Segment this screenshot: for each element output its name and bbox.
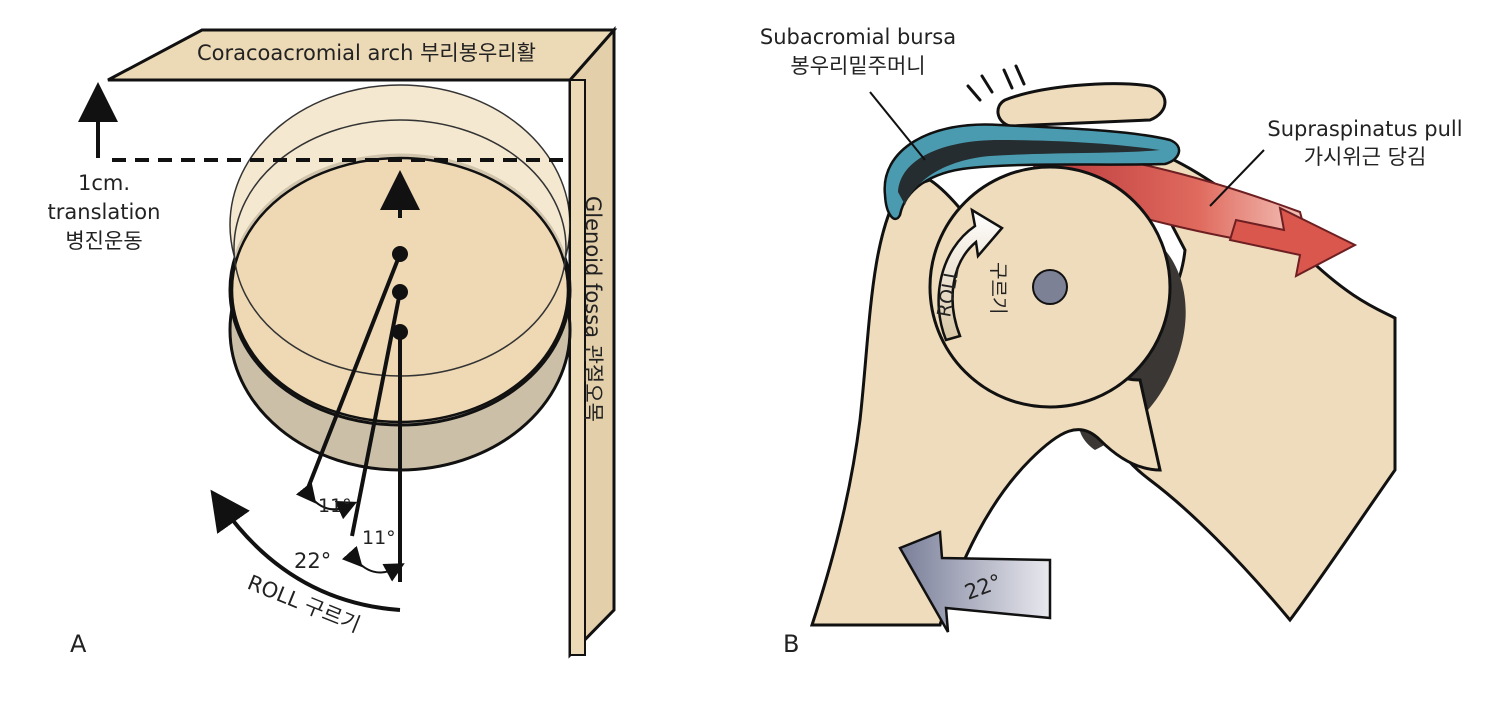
- glenoid-fossa-plate: [568, 26, 616, 659]
- translation-word: translation: [48, 200, 161, 224]
- head-center-hub: [1032, 269, 1068, 305]
- bursa-label-kr: 봉우리밑주머니: [790, 54, 925, 78]
- angle-arc-lower: [341, 545, 405, 582]
- supraspinatus-arrow: [1228, 206, 1358, 278]
- translation-korean: 병진운동: [65, 229, 142, 253]
- supraspinatus-label-kr: 가시위근 당김: [1304, 145, 1427, 169]
- arch-label: Coracoacromial arch 부리봉우리활: [197, 41, 536, 65]
- angle-label-lower: 11°: [362, 527, 396, 549]
- acromion: [996, 82, 1167, 128]
- supraspinatus-label-en: Supraspinatus pull: [1267, 117, 1462, 141]
- rotation-arrow: [898, 530, 1052, 633]
- supraspinatus-leader: [1209, 149, 1265, 207]
- panel-b: ROLL 구르기 22° Subacromial bursa 봉우리밑주머니 S…: [760, 25, 1463, 658]
- glenoid-fossa-label: Glenoid fossa 관절오목: [581, 196, 605, 422]
- translation-amount: 1cm.: [78, 171, 130, 195]
- panel-a: Coracoacromial arch 부리봉우리활 Glenoid fossa…: [48, 26, 618, 659]
- panel-b-letter: B: [783, 630, 799, 658]
- angle-total-label: 22°: [294, 549, 331, 573]
- bursa-leader: [869, 91, 926, 161]
- bursa-label-en: Subacromial bursa: [760, 25, 956, 49]
- coracoacromial-arch-plate: [107, 28, 618, 82]
- bursa-inner: [898, 140, 1160, 205]
- roll-arrow-b: [937, 207, 1004, 342]
- roll-label-b-kr: 구르기: [987, 262, 1009, 314]
- angle-arc-upper: [295, 481, 358, 520]
- motion-ticks: [966, 64, 1026, 102]
- angle-label-upper: 11°: [318, 495, 352, 517]
- roll-arrow: [210, 489, 401, 612]
- panel-a-letter: A: [70, 630, 87, 658]
- rotation-radii: [306, 246, 408, 582]
